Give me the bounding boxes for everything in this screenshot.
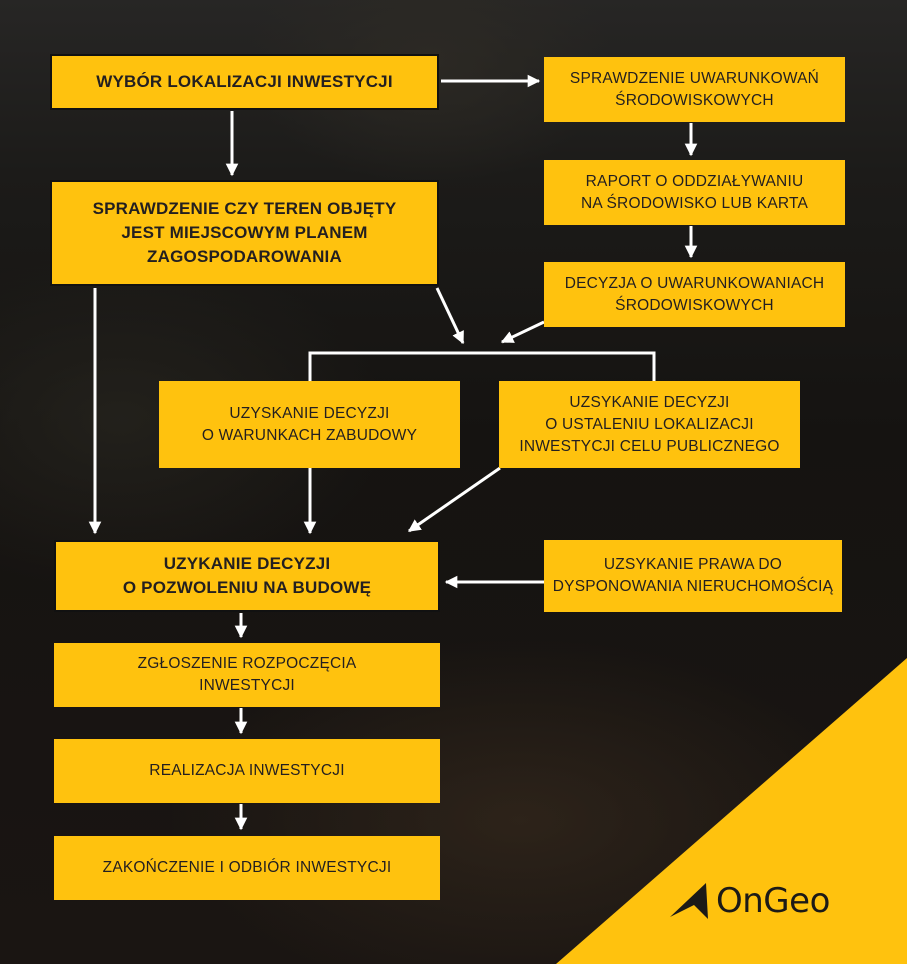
arrow-decyzja-to-branch xyxy=(500,320,545,344)
branch-connector xyxy=(308,351,656,381)
step-raport-srodowiskowy: RAPORT O ODDZIAŁYWANIU NA ŚRODOWISKO LUB… xyxy=(544,160,845,225)
step-sprawdzenie-uwarunkowan: SPRAWDZENIE UWARUNKOWAŃ ŚRODOWISKOWYCH xyxy=(544,57,845,122)
ongeo-logo-icon xyxy=(670,883,708,919)
step-warunki-zabudowy: UZYSKANIE DECYZJI O WARUNKACH ZABUDOWY xyxy=(159,381,460,468)
step-wybor-lokalizacji: WYBÓR LOKALIZACJI INWESTYCJI xyxy=(50,54,439,110)
ongeo-logo: OnGeo xyxy=(668,876,830,926)
arrow-plan-to-branch xyxy=(435,287,465,345)
step-zgloszenie: ZGŁOSZENIE ROZPOCZĘCIA INWESTYCJI xyxy=(54,643,440,707)
step-sprawdzenie-planu: SPRAWDZENIE CZY TEREN OBJĘTY JEST MIEJSC… xyxy=(50,180,439,286)
step-realizacja: REALIZACJA INWESTYCJI xyxy=(54,739,440,803)
logo-text: OnGeo xyxy=(716,881,830,921)
step-decyzja-srodowiskowa: DECYZJA O UWARUNKOWANIACH ŚRODOWISKOWYCH xyxy=(544,262,845,327)
step-lokalizacja-celu-publicznego: UZSYKANIE DECYZJI O USTALENIU LOKALIZACJ… xyxy=(499,381,800,468)
arrow-celpubliczny-to-pozwolenie xyxy=(407,466,501,533)
step-prawo-do-dysponowania: UZSYKANIE PRAWA DO DYSPONOWANIA NIERUCHO… xyxy=(544,540,842,612)
step-zakonczenie: ZAKOŃCZENIE I ODBIÓR INWESTYCJI xyxy=(54,836,440,900)
step-pozwolenie-na-budowe: UZYKANIE DECYZJI O POZWOLENIU NA BUDOWĘ xyxy=(54,540,440,612)
